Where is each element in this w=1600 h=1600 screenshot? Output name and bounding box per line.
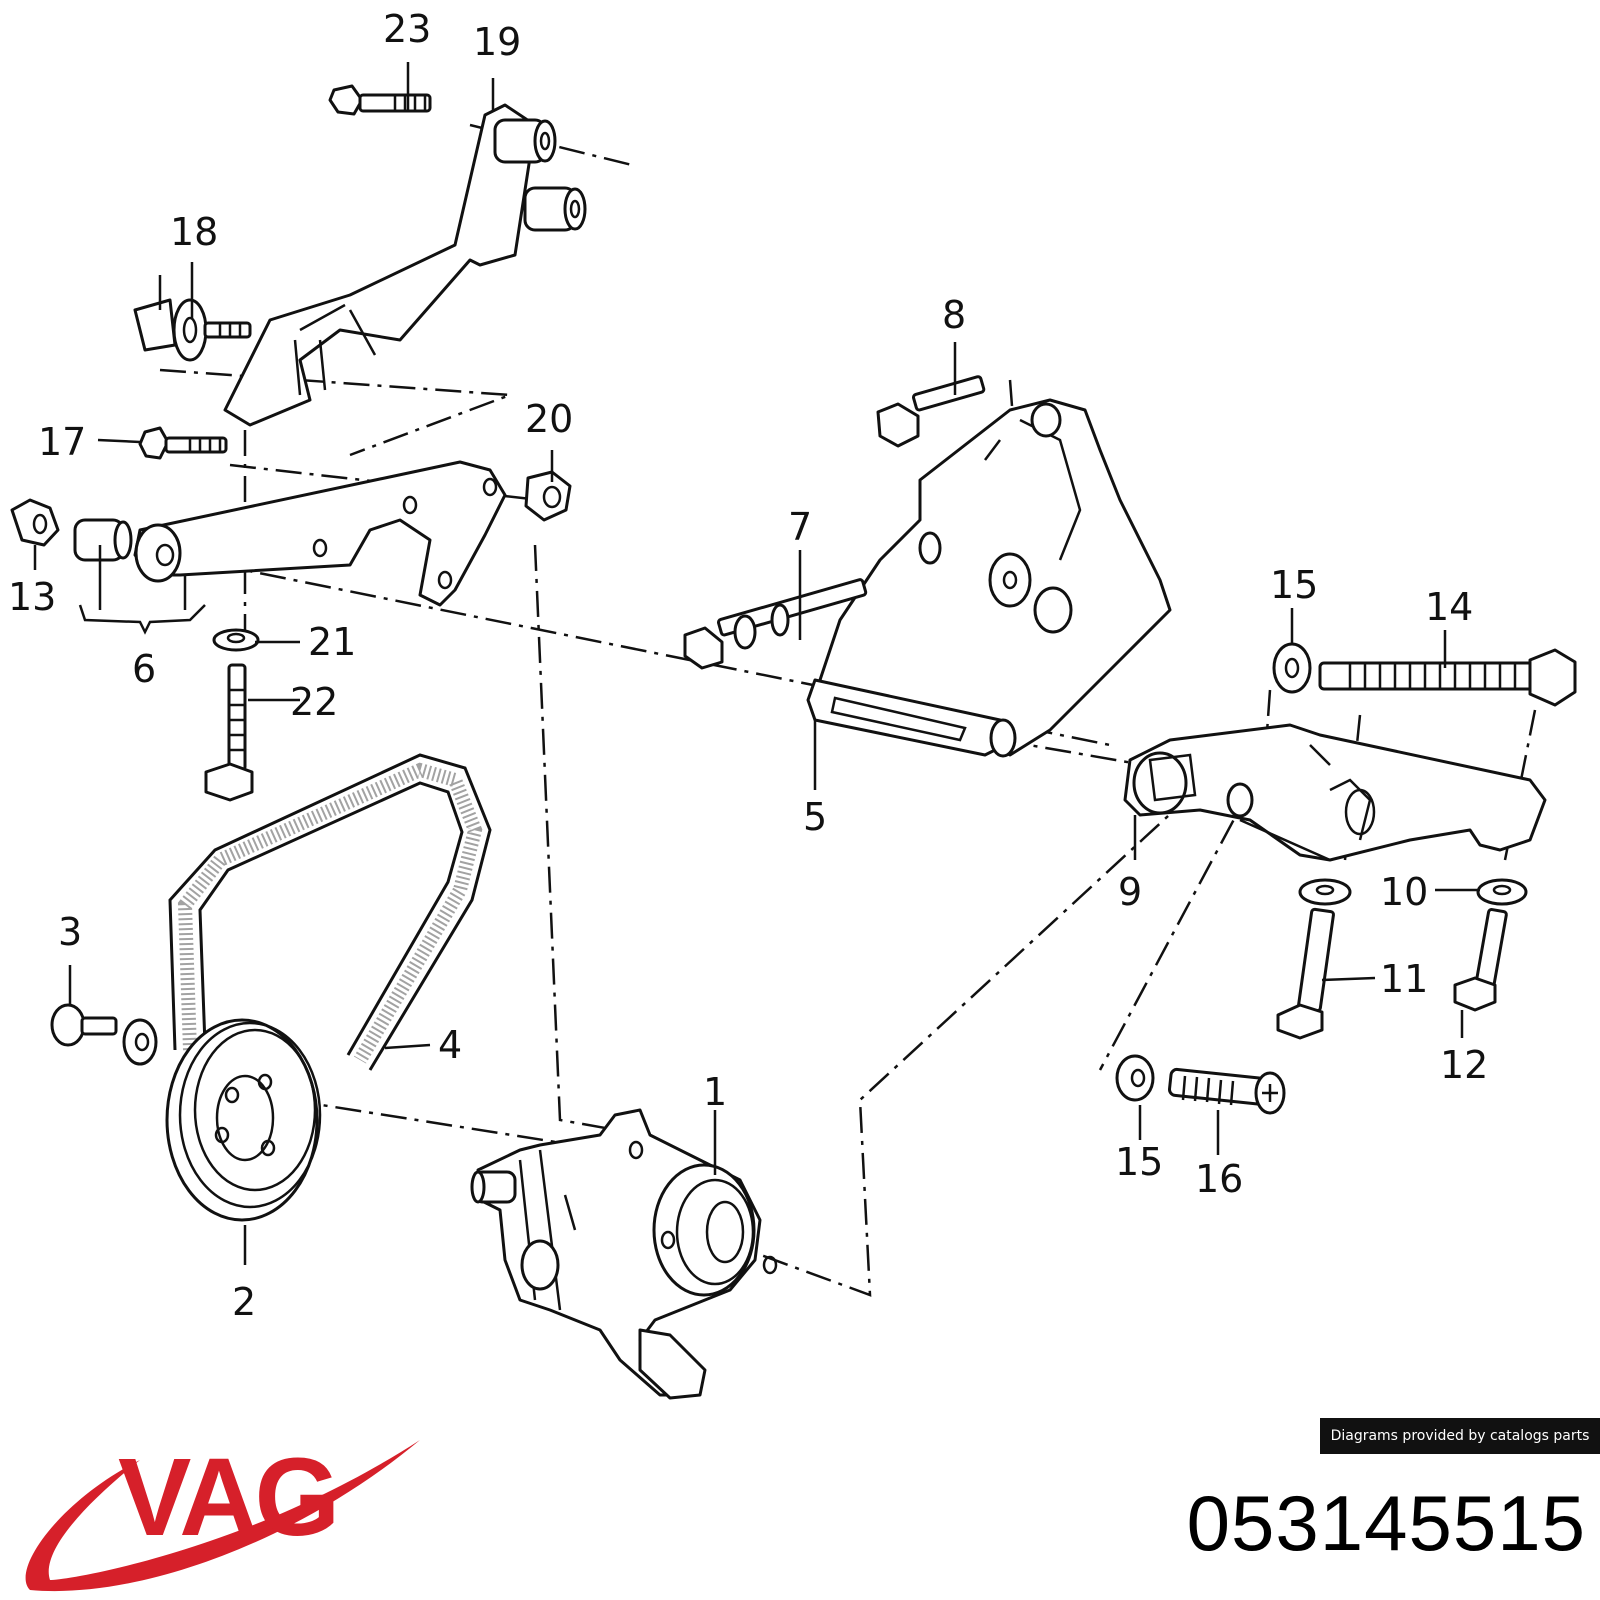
- bolt-14-icon: [1318, 648, 1577, 707]
- bolt-3-icon: [50, 1003, 158, 1066]
- washer-21-icon: [212, 628, 260, 652]
- brand-logo: VAG: [25, 1436, 421, 1592]
- callout-numbers: 23 19 18 8 17 20 13 7 15 14 6 21 22 5 9 …: [8, 7, 1488, 1324]
- callout-6: 6: [132, 647, 156, 691]
- callout-14: 14: [1425, 585, 1473, 629]
- callout-4: 4: [438, 1023, 462, 1067]
- callout-5: 5: [803, 795, 827, 839]
- bolt-23-icon: [328, 84, 432, 116]
- callout-13: 13: [8, 575, 56, 619]
- callout-11: 11: [1380, 957, 1428, 1001]
- callout-8: 8: [942, 293, 966, 337]
- bolt-16-icon: [1168, 1067, 1286, 1115]
- callout-7: 7: [788, 505, 812, 549]
- callout-3: 3: [58, 910, 82, 954]
- washer-15-lower-icon: [1115, 1054, 1155, 1102]
- tensioner-bar-6-icon: [73, 460, 507, 635]
- bolt-8-icon: [876, 375, 986, 448]
- part-number: 053145515: [1186, 1479, 1586, 1567]
- bolt-22-icon: [204, 663, 254, 802]
- bolt-17-icon: [138, 426, 228, 460]
- callout-15-lower: 15: [1115, 1140, 1163, 1184]
- callout-16: 16: [1195, 1157, 1243, 1201]
- bolt-12-icon: [1453, 908, 1508, 1012]
- bolt-11-icon: [1276, 907, 1335, 1040]
- nut-20-icon: [524, 470, 572, 522]
- callout-18: 18: [170, 210, 218, 254]
- leader-lines: [33, 62, 1480, 1265]
- callout-1: 1: [703, 1070, 727, 1114]
- washer-15-upper-icon: [1272, 642, 1312, 694]
- callout-2: 2: [232, 1280, 256, 1324]
- callout-15-upper: 15: [1270, 563, 1318, 607]
- drive-belt-4-icon: [168, 753, 492, 1071]
- washer-10-left-icon: [1298, 878, 1352, 906]
- callout-20: 20: [525, 397, 573, 441]
- callout-12: 12: [1440, 1043, 1488, 1087]
- credit-banner: Diagrams provided by catalogs parts: [1320, 1418, 1600, 1454]
- callout-17: 17: [38, 420, 86, 464]
- brand-name: VAG: [118, 1436, 336, 1559]
- callout-19: 19: [473, 20, 521, 64]
- main-bracket-5-icon: [806, 398, 1172, 758]
- callout-22: 22: [290, 680, 338, 724]
- washer-10-right-icon: [1476, 878, 1528, 906]
- callout-10: 10: [1380, 870, 1428, 914]
- steering-pump-1-icon: [470, 1108, 778, 1400]
- callout-23: 23: [383, 7, 431, 51]
- bolt-7-icon: [683, 578, 868, 670]
- bolt-18-icon: [133, 298, 252, 362]
- callout-21: 21: [308, 620, 356, 664]
- callout-9: 9: [1118, 870, 1142, 914]
- upper-bracket-19-icon: [223, 103, 587, 427]
- pulley-2-icon: [165, 1018, 322, 1222]
- nut-13-icon: [10, 498, 60, 547]
- lower-bracket-9-icon: [1123, 723, 1547, 862]
